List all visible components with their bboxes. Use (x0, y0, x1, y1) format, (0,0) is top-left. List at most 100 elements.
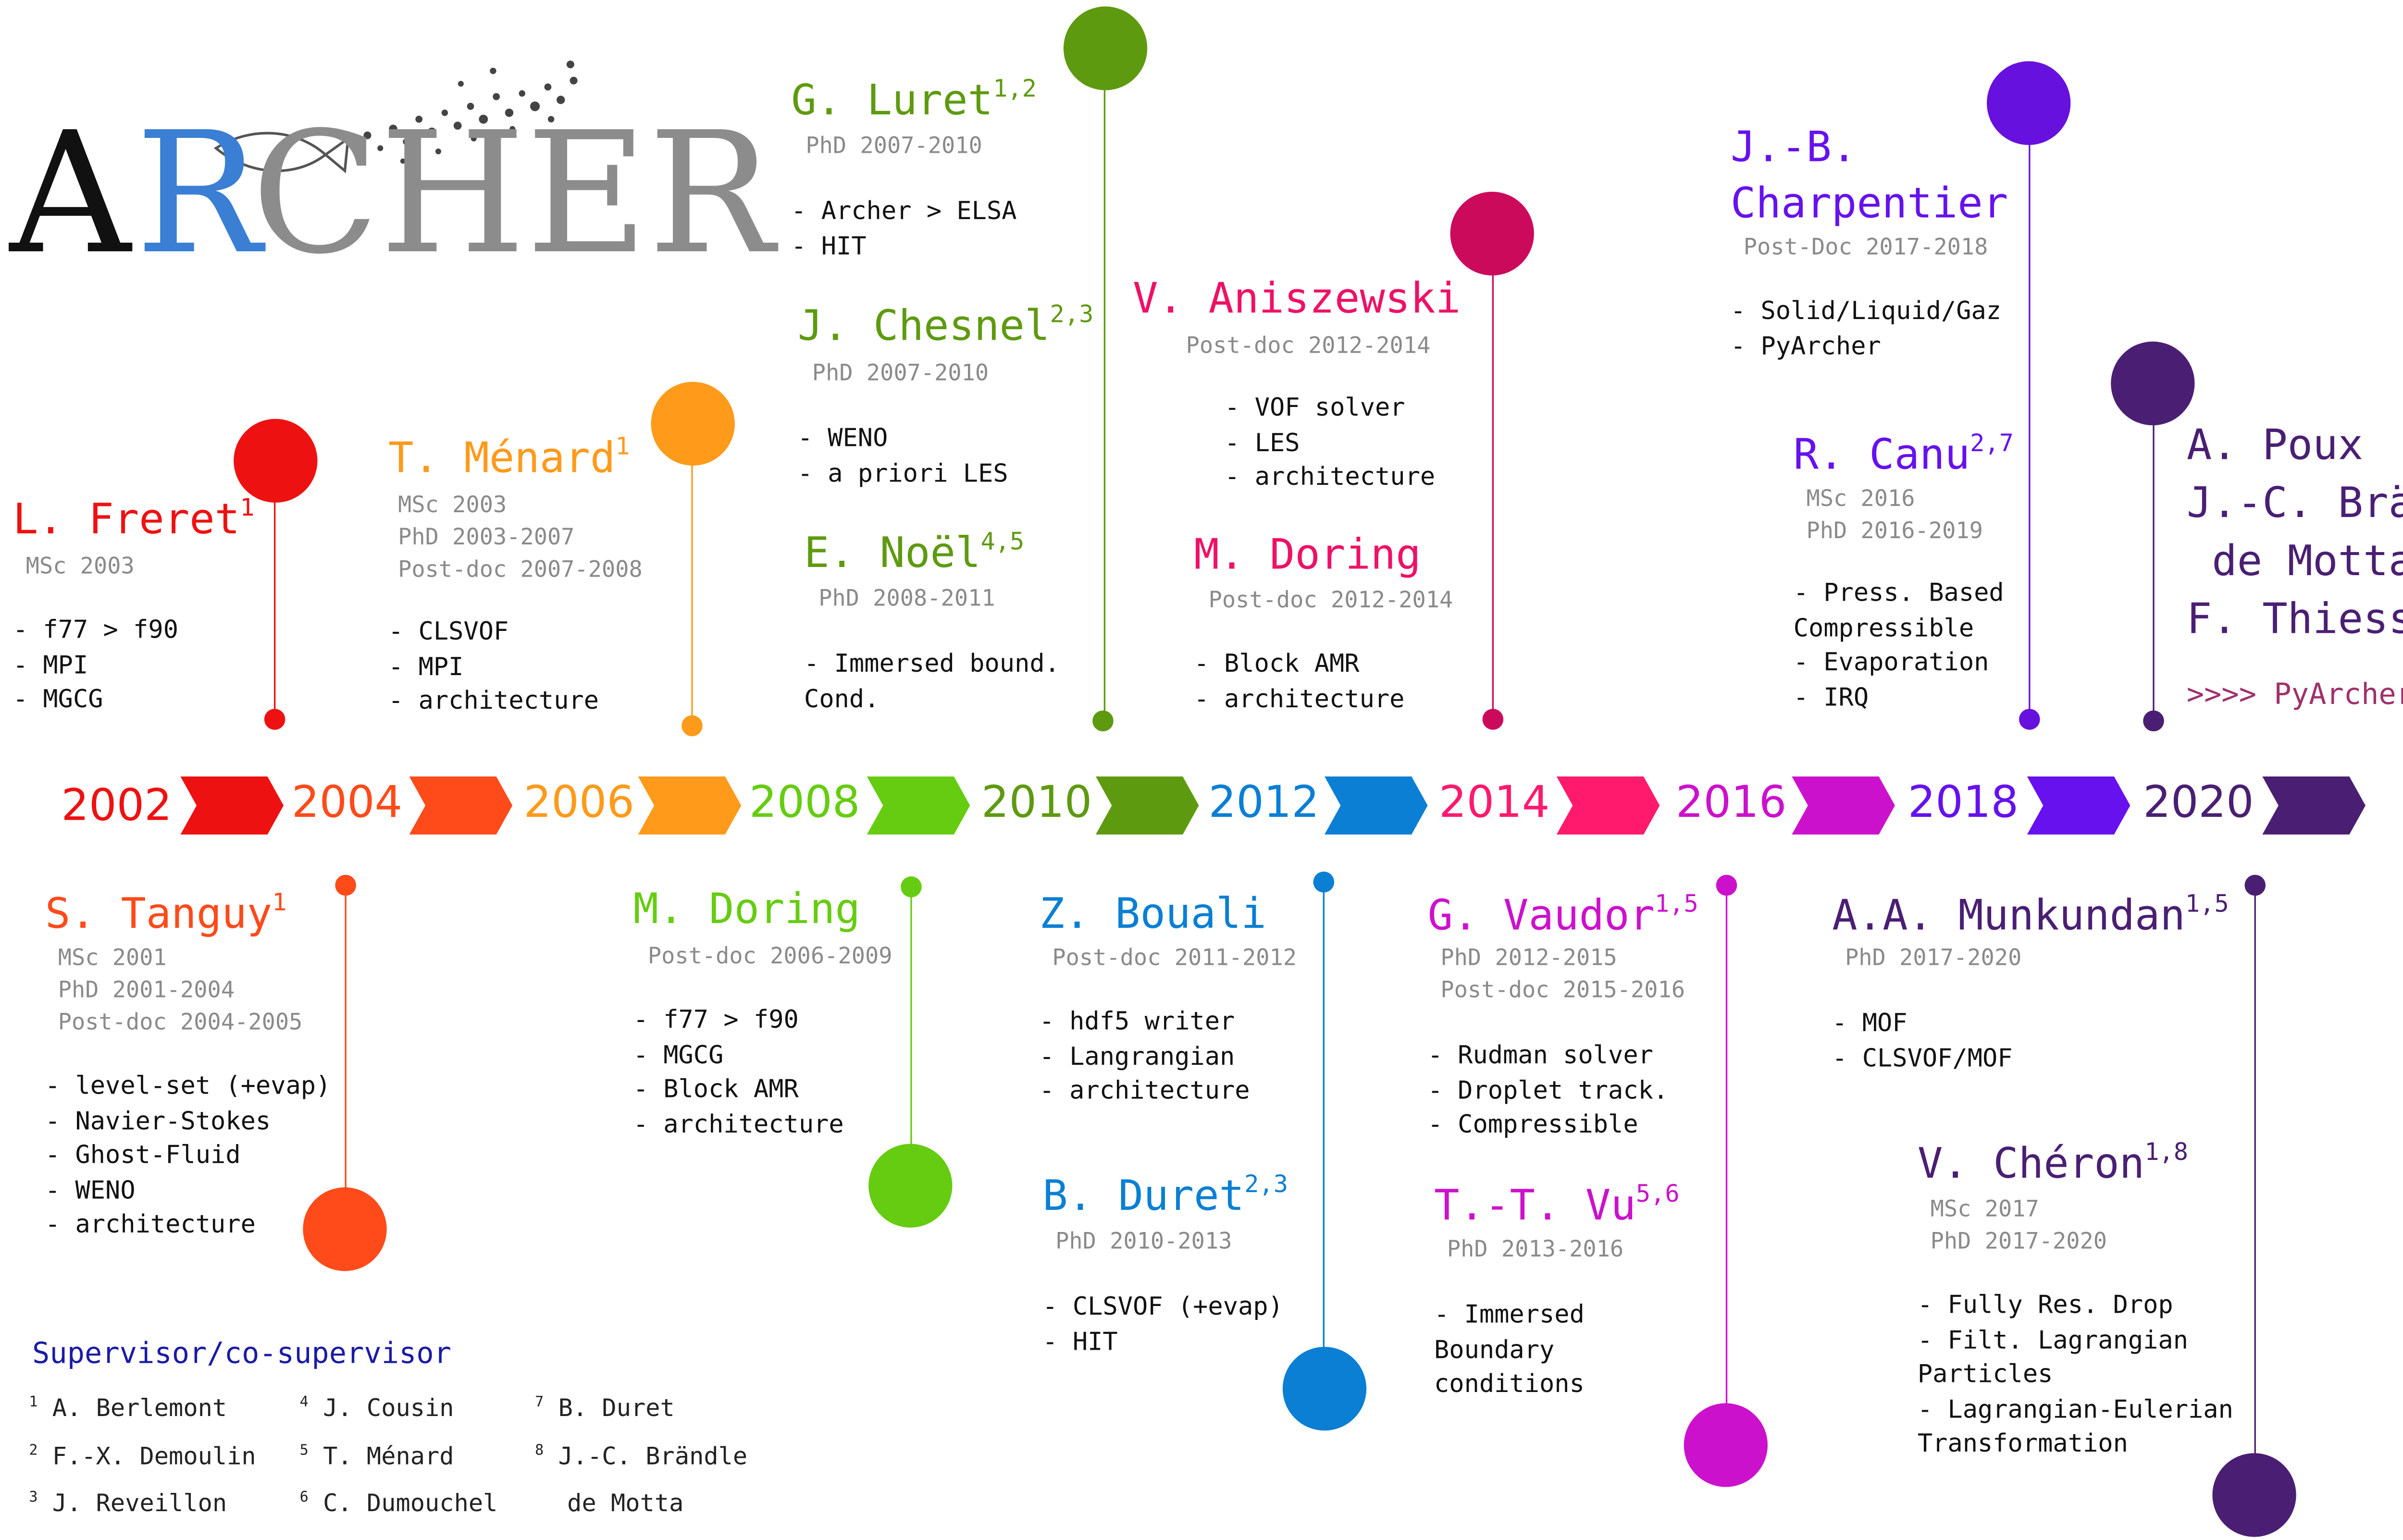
year-arrow-2008 (867, 776, 970, 835)
person-card-vu: T.-T. Vu5,6 PhD 2013-2016 - Immersed Bou… (1434, 1179, 1680, 1403)
person-name: R. Canu2,7 (1793, 428, 2014, 480)
year-2014: 2014 (1439, 778, 1550, 828)
person-role: PhD 2012-2015 Post-doc 2015-2016 (1440, 946, 1685, 1004)
legend-entry: 7 B. Duret (535, 1393, 675, 1423)
year-arrow-2016 (1792, 776, 1895, 835)
person-role: MSc 2001 PhD 2001-2004 Post-doc 2004-200… (58, 946, 303, 1036)
person-contributions: - CLSVOF (+evap) - HIT (1042, 1292, 1283, 1356)
person-role: Post-doc 2012-2014 (1186, 333, 1431, 359)
person-contributions: - Immersed Boundary conditions (1434, 1300, 1585, 1399)
person-card-luret: G. Luret1,2 PhD 2007-2010 - Archer > ELS… (791, 74, 1037, 265)
year-arrow-2020 (2262, 776, 2366, 835)
person-contributions: - Block AMR - architecture (1194, 649, 1405, 713)
person-name: J. Chesnel2,3 (797, 299, 1094, 351)
legend-entry: 5 T. Ménard (299, 1441, 454, 1471)
person-card-tanguy: S. Tanguy1 MSc 2001 PhD 2001-2004 Post-d… (45, 887, 331, 1244)
person-contributions: - Immersed bound. Cond. (804, 649, 1060, 713)
person-role: Post-doc 2011-2012 (1052, 946, 1297, 972)
year-2004: 2004 (291, 778, 403, 828)
legend-entry: 6 C. Dumouchel (299, 1488, 498, 1518)
person-role: PhD 2008-2011 (818, 586, 995, 613)
person-card-chesnel: J. Chesnel2,3 PhD 2007-2010 - WENO - a p… (797, 299, 1094, 492)
person-card-noel: E. Noël4,5 PhD 2008-2011 - Immersed boun… (804, 527, 1060, 717)
person-card-doring-2006: M. Doring Post-doc 2006-2009 - f77 > f90… (633, 886, 892, 1143)
year-2016: 2016 (1675, 778, 1787, 828)
year-arrow-2010 (1095, 776, 1199, 835)
person-name: V. Chéron1,8 (1917, 1137, 2189, 1189)
legend-entry: de Motta (567, 1488, 684, 1518)
person-card-duret: B. Duret2,3 PhD 2010-2013 - CLSVOF (+eva… (1042, 1172, 1288, 1360)
person-card-freret: L. Freret1 MSc 2003 - f77 > f90 - MPI - … (12, 493, 255, 718)
person-role: PhD 2007-2010 (812, 361, 989, 387)
legend-entry: 3 J. Reveillon (29, 1488, 227, 1518)
person-role: PhD 2007-2010 (805, 134, 982, 160)
year-arrows (180, 776, 2366, 835)
person-card-aniszewski: V. Aniszewski Post-doc 2012-2014 - VOF s… (1133, 275, 1461, 496)
person-name: E. Noël4,5 (804, 527, 1025, 579)
person-names: A. Poux J.-C. Brändle de Motta F. Thiess… (2186, 422, 2403, 645)
person-name: M. Doring (1194, 531, 1421, 580)
person-card-charpentier: J.-B. Charpentier Post-Doc 2017-2018 - S… (1731, 124, 2008, 364)
person-role: PhD 2017-2020 (1845, 946, 2022, 972)
year-arrow-2006 (638, 776, 742, 835)
year-2006: 2006 (523, 778, 635, 828)
person-contributions: - VOF solver - LES - architecture (1225, 393, 1436, 492)
logo-letters-cher: CHER (251, 95, 775, 292)
person-role: Post-Doc 2017-2018 (1743, 235, 1988, 261)
person-contributions: - Solid/Liquid/Gaz - PyArcher (1730, 296, 2002, 360)
person-role: MSc 2016 PhD 2016-2019 (1806, 486, 1983, 545)
person-name: G. Luret1,2 (791, 74, 1037, 126)
person-name: J.-B. (1730, 124, 1857, 172)
person-name: G. Vaudor1,5 (1427, 889, 1698, 941)
person-name: A.A. Munkundan1,5 (1832, 889, 2229, 941)
person-card-munkundan: A.A. Munkundan1,5 PhD 2017-2020 - MOF - … (1832, 892, 2229, 1076)
year-arrow-2014 (1556, 776, 1660, 835)
year-2010: 2010 (981, 778, 1092, 828)
person-contributions: - CLSVOF - MPI - architecture (388, 617, 599, 716)
person-role: PhD 2010-2013 (1055, 1229, 1232, 1255)
archer-logo: A R CHER (10, 49, 774, 306)
supervisor-legend: Supervisor/co-supervisor (32, 1337, 451, 1371)
person-contributions: - f77 > f90 - MGCG - Block AMR - archite… (633, 1005, 844, 1139)
person-name: S. Tanguy1 (45, 887, 287, 939)
year-2018: 2018 (1908, 778, 2019, 828)
person-contributions: - Rudman solver - Droplet track. - Compr… (1427, 1040, 1669, 1140)
person-contributions: - hdf5 writer - Langrangian - architectu… (1039, 1007, 1250, 1106)
person-card-doring-2012: M. Doring Post-doc 2012-2014 - Block AMR… (1194, 531, 1453, 717)
legend-entry: 8 J.-C. Brändle (535, 1441, 748, 1471)
person-name-line2: Charpentier (1730, 180, 2008, 229)
person-name: T. Ménard1 (388, 431, 630, 483)
person-card-bouali: Z. Bouali Post-doc 2011-2012 - hdf5 writ… (1040, 891, 1297, 1109)
legend-entry: 2 F.-X. Demoulin (29, 1441, 256, 1471)
person-contributions: - f77 > f90 - MPI - MGCG (12, 615, 179, 714)
year-2012: 2012 (1208, 778, 1320, 828)
logo-letter-a: A (10, 95, 131, 292)
year-arrow-2012 (1325, 776, 1428, 835)
person-contributions: - WENO - a priori LES (797, 423, 1008, 488)
year-arrow-2018 (2027, 776, 2130, 835)
pyarcher-link: >>>> PyArcher (2186, 678, 2403, 712)
person-contributions: - Archer > ELSA - HIT (791, 197, 1017, 260)
marker-circle (234, 419, 318, 503)
year-2020: 2020 (2143, 778, 2254, 828)
person-name: L. Freret1 (12, 493, 255, 545)
person-contributions: - level-set (+evap) - Navier-Stokes - Gh… (45, 1071, 331, 1240)
person-role: Post-doc 2012-2014 (1208, 588, 1453, 614)
person-card-canu: R. Canu2,7 MSc 2016 PhD 2016-2019 - Pres… (1793, 428, 2014, 716)
person-name: M. Doring (633, 886, 861, 935)
year-2008: 2008 (749, 778, 860, 828)
year-arrow-2004 (409, 776, 513, 835)
person-name: Z. Bouali (1039, 891, 1266, 939)
legend-entry: 1 A. Berlemont (29, 1393, 227, 1423)
person-name: V. Aniszewski (1133, 275, 1461, 324)
person-contributions: - MOF - CLSVOF/MOF (1832, 1008, 2013, 1072)
person-card-vaudor: G. Vaudor1,5 PhD 2012-2015 Post-doc 2015… (1428, 892, 1698, 1143)
person-contributions: - Press. Based Compressible - Evaporatio… (1793, 578, 2004, 712)
logo-letter-r: R (135, 95, 262, 292)
person-role: MSc 2003 PhD 2003-2007 Post-doc 2007-200… (398, 493, 643, 583)
person-role: MSc 2003 (25, 554, 135, 580)
person-name: T.-T. Vu5,6 (1434, 1179, 1680, 1231)
marker-dot (264, 709, 285, 730)
person-card-poux-group: A. Poux J.-C. Brändle de Motta F. Thiess… (2187, 417, 2403, 713)
